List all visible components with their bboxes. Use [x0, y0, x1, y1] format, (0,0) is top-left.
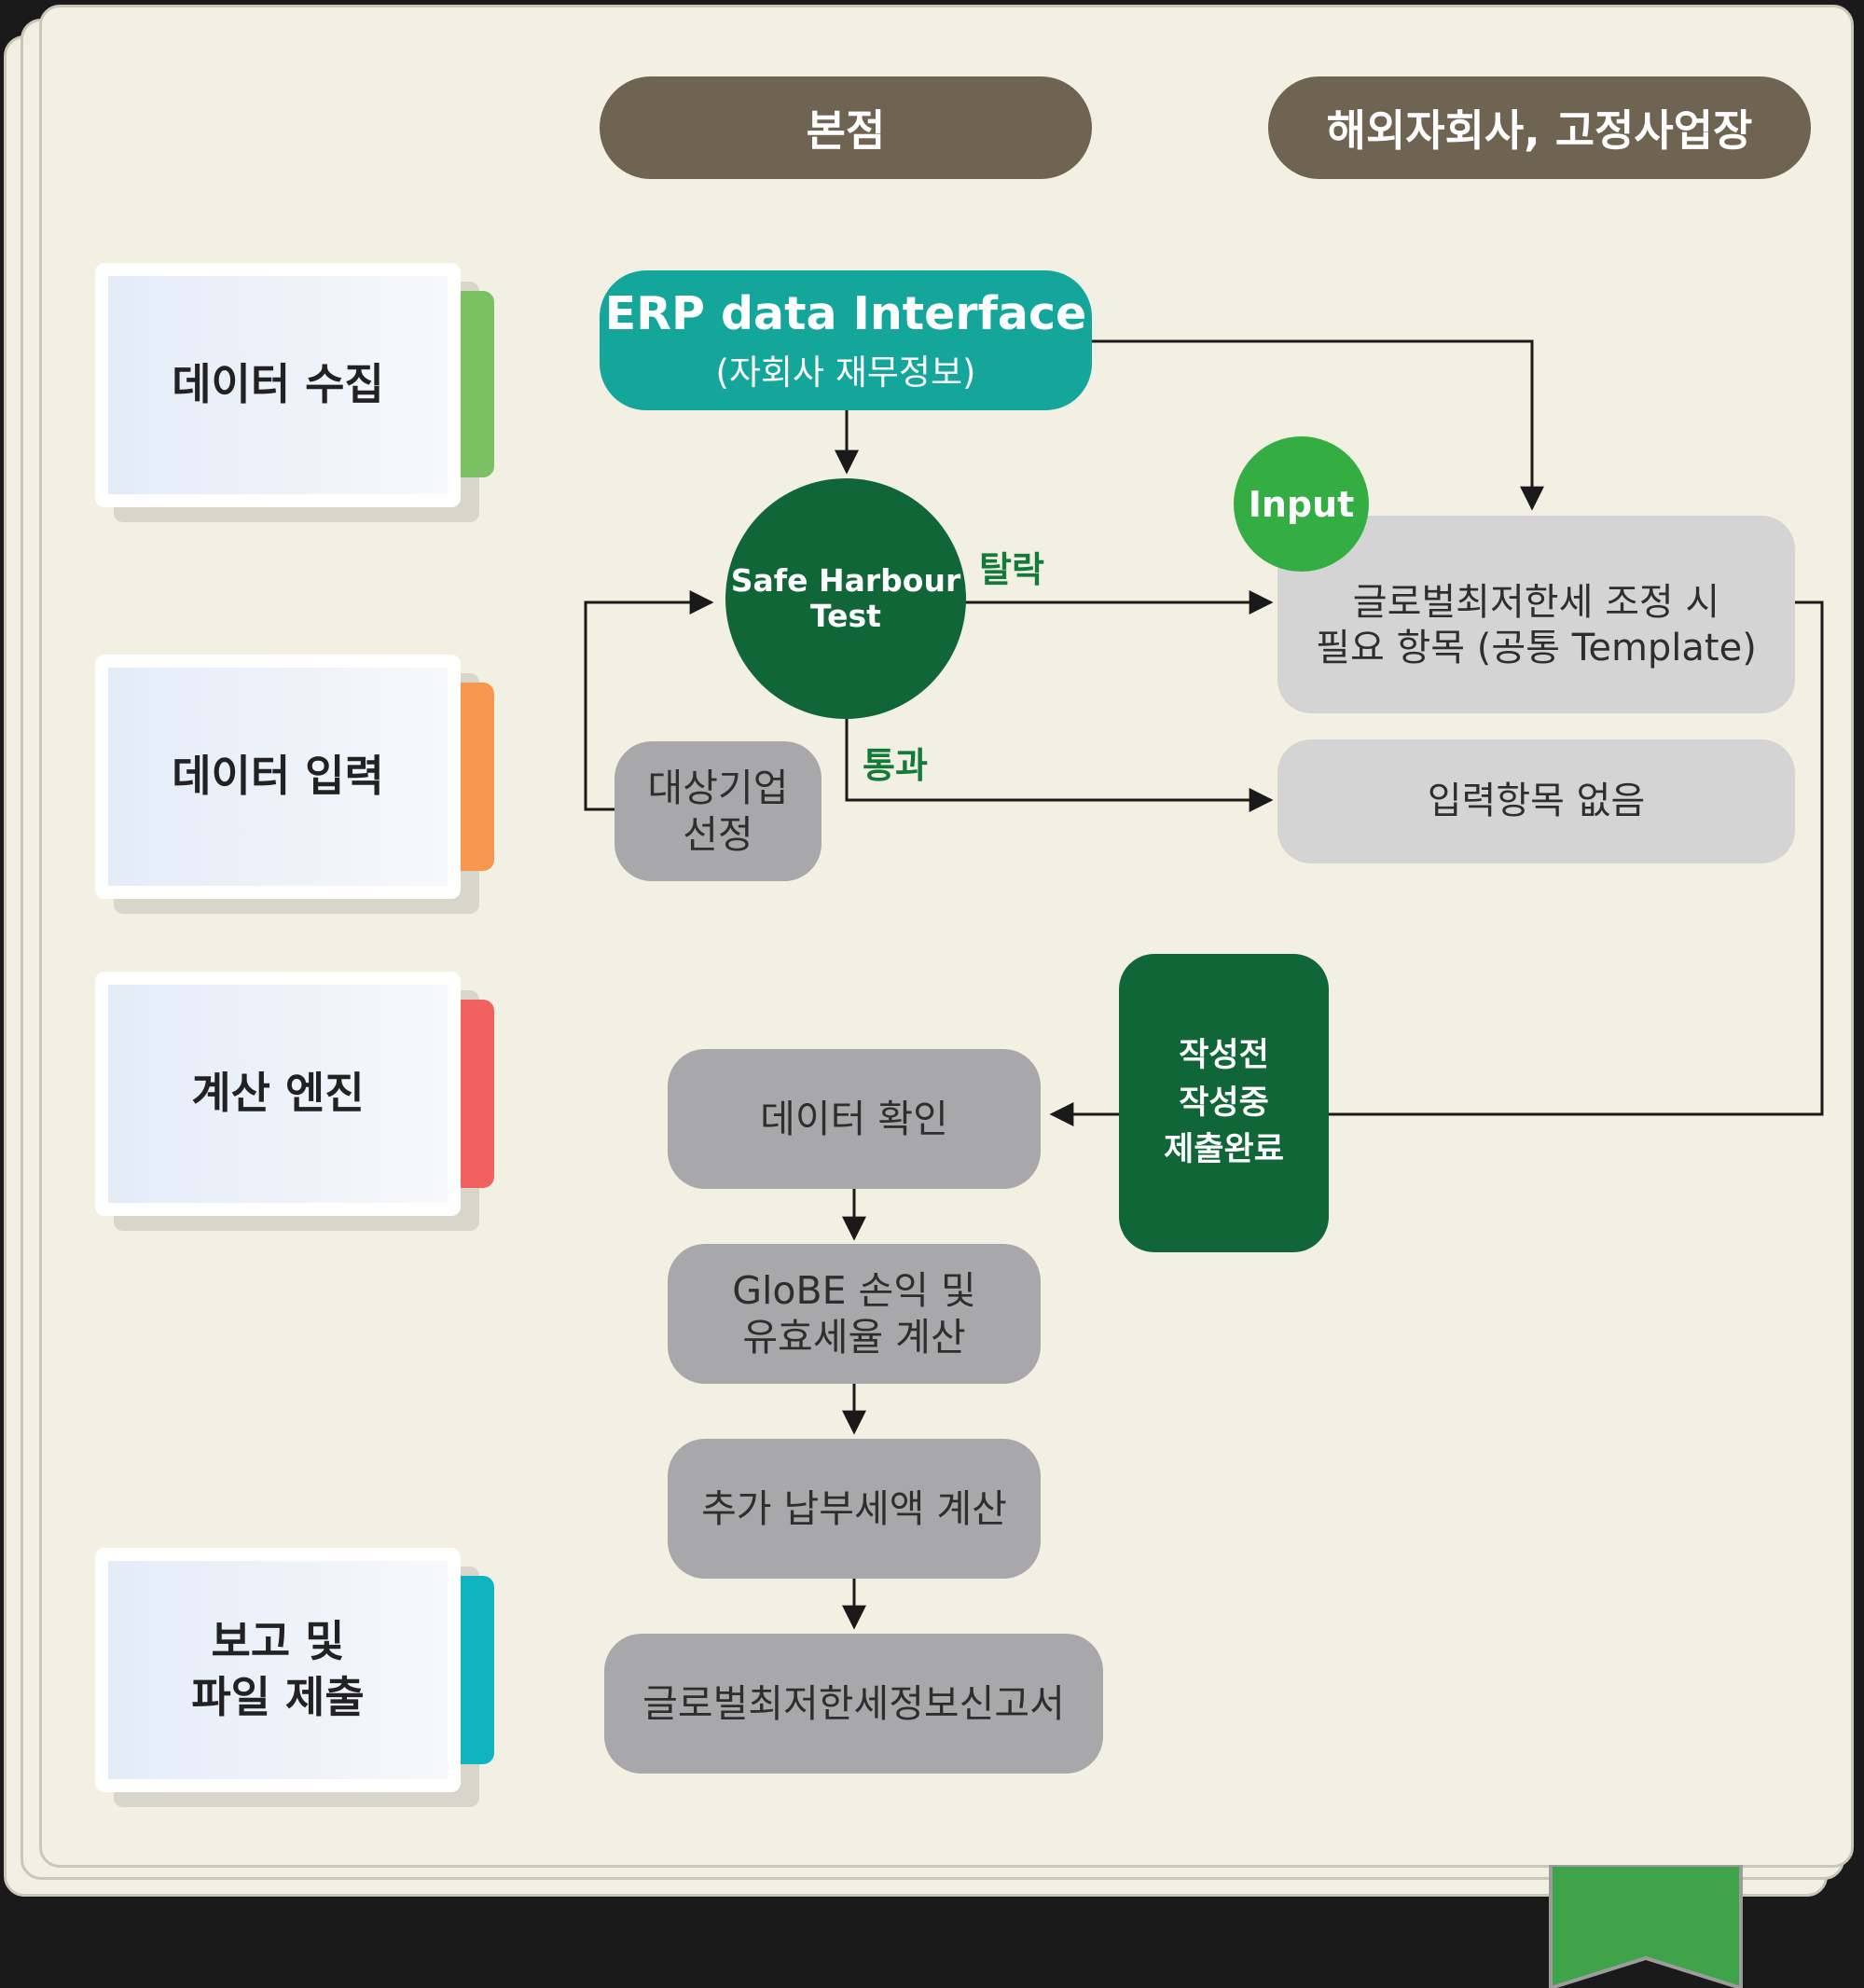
- step-tab-report: [457, 1576, 494, 1764]
- step-label: 보고 및 파일 제출: [108, 1561, 448, 1779]
- submission-status-box: 작성전 작성중 제출완료: [1119, 954, 1329, 1252]
- safe-harbour-test-node: Safe Harbour Test: [725, 478, 966, 719]
- globe-report-box: 글로벌최저한세정보신고서: [604, 1634, 1103, 1774]
- globe-calc-box: GloBE 손익 및 유효세율 계산: [668, 1244, 1041, 1384]
- pass-label: 통과: [863, 745, 928, 786]
- erp-title: ERP data Interface: [604, 286, 1087, 340]
- bookmark-ribbon: [1549, 1865, 1743, 1988]
- data-check-box: 데이터 확인: [668, 1049, 1041, 1189]
- step-label: 계산 엔진: [108, 985, 448, 1203]
- erp-subtitle: (자회사 재무정보): [715, 352, 976, 393]
- step-tab-collection: [457, 291, 494, 477]
- no-input-items-box: 입력항목 없음: [1277, 739, 1795, 863]
- header-subsidiaries: 해외자회사, 고정사업장: [1268, 76, 1811, 179]
- template-items-box: 글로벌최저한세 조정 시 필요 항목 (공통 Template): [1277, 516, 1795, 713]
- erp-interface-box: ERP data Interface (자회사 재무정보): [600, 270, 1092, 410]
- step-label: 데이터 수집: [108, 276, 448, 494]
- select-target-entity-box: 대상기업 선정: [614, 741, 822, 881]
- step-tab-calc: [457, 1000, 494, 1188]
- step-label: 데이터 입력: [108, 668, 448, 886]
- step-tab-input: [457, 683, 494, 871]
- input-badge: Input: [1234, 436, 1369, 572]
- topup-tax-calc-box: 추가 납부세액 계산: [668, 1439, 1041, 1579]
- header-head-office: 본점: [600, 76, 1092, 179]
- fail-label: 탈락: [979, 549, 1044, 590]
